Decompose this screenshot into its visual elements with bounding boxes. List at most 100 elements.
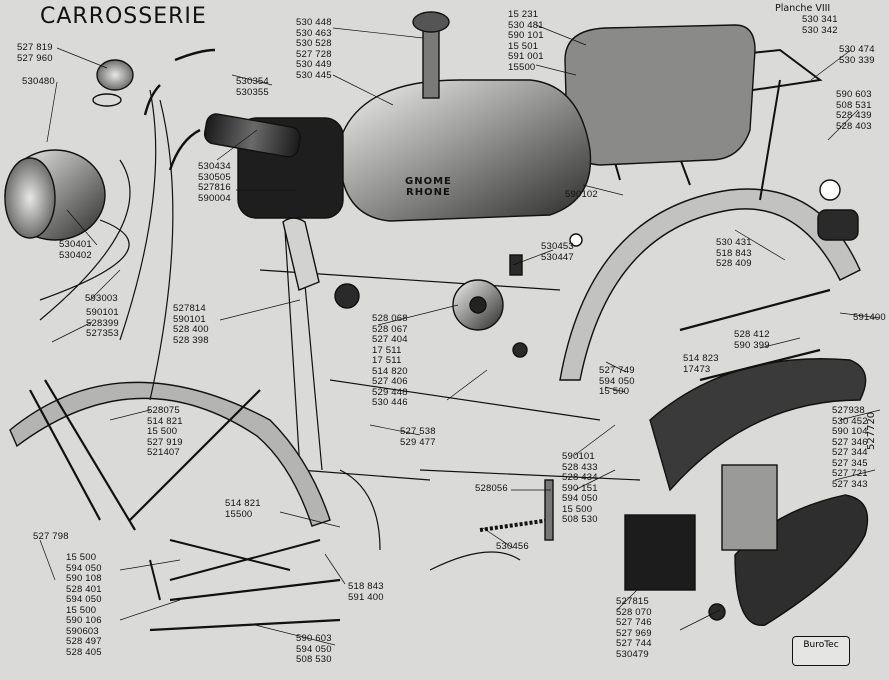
part-number: 529 477 [400, 436, 436, 448]
main-frame [259, 229, 641, 481]
part-number: 508 531 [836, 99, 872, 111]
label-footrest: 527 798 [33, 531, 69, 543]
part-number: 15 231 [508, 9, 539, 20]
part-number: 528 497 [66, 636, 102, 647]
part-number: 590101 [173, 313, 206, 325]
part-number: 590 101 [508, 30, 544, 41]
handlebar-grip [203, 113, 301, 158]
part-number: 527 749 [599, 365, 635, 376]
tail-lamp [817, 209, 859, 241]
part-number: 593003 [85, 293, 118, 304]
part-number: 529 448 [372, 386, 408, 398]
part-number: 527 343 [832, 478, 868, 490]
part-number: 590 603 [836, 89, 872, 100]
part-number: 590101 [562, 451, 595, 462]
part-number: 528 070 [616, 606, 652, 618]
tank-brand-label: GNOME RHONE [405, 176, 452, 198]
handlebar-lever [143, 48, 216, 171]
part-number: 530 445 [296, 69, 332, 81]
part-number: 528 439 [836, 110, 872, 121]
part-number: 527 969 [616, 627, 652, 639]
part-number: 527353 [86, 328, 119, 339]
part-number: 530401 [59, 239, 92, 250]
part-number: 527938 [832, 405, 865, 416]
front-fender [9, 381, 331, 527]
part-number: 527 721 [832, 468, 868, 479]
part-number: 527 404 [372, 334, 408, 345]
part-number: 590 399 [734, 339, 770, 351]
part-number: 521407 [147, 447, 180, 458]
part-number: 590 104 [832, 426, 868, 437]
part-number: 594 050 [562, 493, 598, 504]
label-cable: 593003 [85, 293, 118, 305]
part-number: 527 344 [832, 447, 868, 458]
part-number: 530 448 [296, 17, 332, 28]
label-spring: 528056 [475, 483, 508, 495]
part-number: 530 449 [296, 59, 332, 70]
part-number: 527 346 [832, 436, 868, 448]
part-number: 591 001 [508, 51, 544, 62]
part-number: 527 406 [372, 376, 408, 387]
rear-brake-rod [149, 288, 831, 632]
part-number: 530479 [616, 648, 649, 660]
part-number: 594 050 [599, 375, 635, 387]
part-number: 518 843 [716, 247, 752, 259]
battery [624, 514, 696, 591]
part-number: 528 412 [734, 329, 770, 340]
part-number: 528 400 [173, 324, 209, 335]
part-number: 527 538 [400, 426, 436, 437]
part-number: 527 919 [147, 436, 183, 448]
part-number: 15 500 [66, 552, 97, 563]
part-number: 527815 [616, 596, 649, 607]
part-number: 528 403 [836, 120, 872, 132]
part-number: 15 500 [599, 386, 630, 397]
part-number: 528075 [147, 405, 180, 416]
part-number: 15 500 [147, 426, 178, 437]
part-number: 527 744 [616, 638, 652, 649]
control-cables [39, 89, 521, 571]
part-number: 530 446 [372, 397, 408, 408]
part-number: 594 050 [66, 562, 102, 574]
part-number: 530453 [541, 241, 574, 252]
part-number: 527 345 [832, 457, 868, 469]
part-number: 530 431 [716, 237, 752, 248]
part-number: 530 463 [296, 27, 332, 39]
saddle-bag [564, 24, 756, 166]
part-number: 527 819 [17, 42, 53, 53]
part-number: 590 108 [66, 573, 102, 584]
part-number: 527816 [198, 182, 231, 193]
part-number: 528399 [86, 317, 119, 329]
part-number: 530480 [22, 76, 55, 87]
part-number: 590004 [198, 192, 231, 204]
part-number: 590 106 [66, 615, 102, 626]
rear-chain [479, 518, 551, 532]
part-number: 15500 [225, 508, 253, 520]
part-number: 594 050 [66, 594, 102, 605]
part-number: 594 050 [296, 643, 332, 655]
battery-bracket [721, 464, 778, 551]
part-number: 508 530 [562, 514, 598, 525]
label-headlamp: 530480 [22, 76, 55, 88]
part-number: 530 341 [802, 14, 838, 25]
part-number: 528 398 [173, 334, 209, 346]
part-number: 530355 [236, 86, 269, 98]
part-number: 590 151 [562, 482, 598, 494]
part-number: 530434 [198, 161, 231, 172]
part-number: 514 823 [683, 353, 719, 364]
part-number: 15 501 [508, 40, 539, 52]
